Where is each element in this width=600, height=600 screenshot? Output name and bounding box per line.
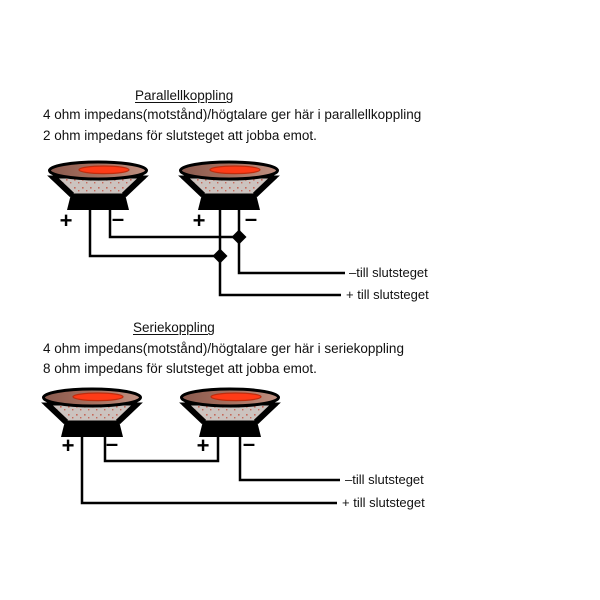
parallel-title: Parallellkoppling [135,88,234,103]
series-speaker-2 [182,389,279,437]
series-output-minus-label: –till slutsteget [345,472,424,487]
series-speaker1-minus-terminal: – [105,431,119,456]
parallel-wiring [88,206,345,297]
parallel-output-plus-label: + till slutsteget [346,287,429,302]
series-link-wire [103,432,220,463]
parallel-junction-dot-plus [212,248,228,264]
series-wiring [80,432,340,505]
series-plus-wire [80,432,337,505]
parallel-speaker2-plus-terminal: + [192,208,206,233]
parallel-speaker2-minus-terminal: – [244,206,258,231]
parallel-speaker-1 [50,162,147,210]
series-speaker1-plus-terminal: + [61,433,75,458]
parallel-plus-wire [88,206,220,258]
parallel-speaker1-minus-terminal: – [111,206,125,231]
parallel-speaker2-plus-wire [218,206,341,297]
series-description-line2: 8 ohm impedans för slutsteget att jobba … [43,361,317,376]
series-title: Seriekoppling [133,320,215,335]
series-speaker2-plus-terminal: + [196,433,210,458]
series-minus-wire [238,432,340,482]
series-description-line1: 4 ohm impedans(motstånd)/högtalare ger h… [43,341,404,356]
parallel-description-line2: 2 ohm impedans för slutsteget att jobba … [43,128,317,143]
parallel-junction-dot-minus [231,229,247,245]
parallel-minus-wire [108,206,239,239]
parallel-output-minus-label: –till slutsteget [349,265,428,280]
parallel-description-line1: 4 ohm impedans(motstånd)/högtalare ger h… [43,107,422,122]
series-speaker-1 [44,389,141,437]
series-output-plus-label: + till slutsteget [342,495,425,510]
parallel-speaker1-plus-terminal: + [59,208,73,233]
parallel-speaker-2 [181,162,278,210]
series-speaker2-minus-terminal: – [242,431,256,456]
parallel-speaker2-minus-wire [237,206,345,275]
